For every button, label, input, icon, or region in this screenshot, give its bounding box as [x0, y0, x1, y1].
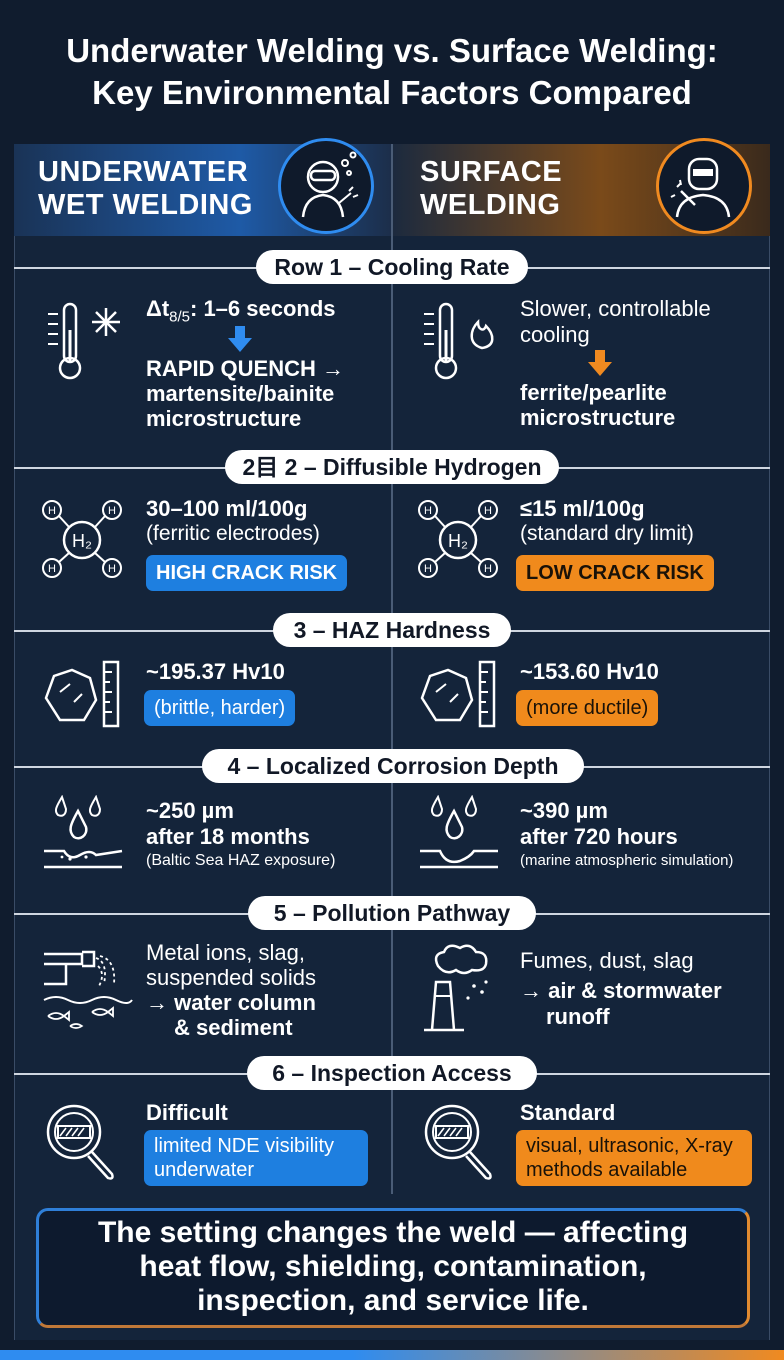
thermometer-flame-icon	[424, 302, 494, 380]
svg-text:H: H	[484, 505, 492, 517]
pollution-underwater-line-3: → water column	[146, 990, 316, 1015]
summary-line-3: inspection, and service life.	[197, 1284, 589, 1317]
haz-hardness-surface-value: ~153.60 Hv10	[520, 659, 659, 684]
diver-welder-icon	[278, 138, 374, 234]
hydrogen-underwater-value: 30–100 ml/100g	[146, 496, 308, 521]
thermometer-snowflake-icon	[48, 302, 120, 380]
haz-hardness-underwater-value: ~195.37 Hv10	[146, 659, 285, 684]
hydrogen-surface-value: ≤15 ml/100g	[520, 496, 645, 521]
rock-ruler-icon	[44, 660, 120, 728]
title-line-1: Underwater Welding vs. Surface Welding:	[66, 32, 718, 69]
martensite-text: martensite/bainite	[146, 381, 335, 406]
arrow-down-icon	[228, 326, 252, 352]
svg-text:H: H	[48, 563, 56, 575]
water-drops-corrosion-icon	[420, 795, 498, 869]
row-1-label: Row 1 – Cooling Rate	[256, 250, 528, 284]
svg-text:H: H	[108, 505, 116, 517]
rock-ruler-icon	[420, 660, 496, 728]
magnifier-inspection-icon	[424, 1104, 492, 1180]
hydrogen-surface-note: (standard dry limit)	[520, 522, 694, 545]
inspection-underwater-line-1: limited NDE visibility	[154, 1135, 335, 1157]
arrow-down-icon	[588, 350, 612, 376]
cooling-time-range: : 1–6 seconds	[190, 296, 336, 321]
ductile-badge: (more ductile)	[516, 690, 659, 726]
hydrogen-molecule-icon: H₂ H H H H	[42, 500, 122, 578]
corrosion-surface-value: ~390 µm	[520, 798, 608, 823]
svg-text:H: H	[424, 505, 432, 517]
cooling-result-surface: ferrite/pearlite microstructure	[520, 380, 675, 430]
cooling-time-underwater: Δt8/5: 1–6 seconds	[146, 296, 336, 325]
svg-text:H₂: H₂	[72, 531, 92, 551]
hydrogen-molecule-icon: H₂ H H H H	[418, 500, 498, 578]
inspection-underwater-value: Difficult	[146, 1100, 228, 1125]
underwater-header-line-1: UNDERWATER	[38, 156, 249, 188]
cooling-surface-text: Slower, controllable cooling	[520, 296, 711, 348]
corrosion-surface-note: (marine atmospheric simulation)	[520, 852, 734, 869]
pollution-underwater-line-4: & sediment	[174, 1015, 293, 1040]
inspection-surface-line-1: visual, ultrasonic, X-ray	[526, 1135, 733, 1157]
inspection-surface-value: Standard	[520, 1100, 616, 1125]
pollution-surface-line-1: Fumes, dust, slag	[520, 948, 694, 973]
row-4-label: 4 – Localized Corrosion Depth	[202, 749, 584, 783]
svg-text:H: H	[108, 563, 116, 575]
pollution-surface-line-2: → air & stormwater	[520, 978, 722, 1003]
surface-header-line-2: WELDING	[420, 189, 561, 221]
svg-text:H: H	[424, 563, 432, 575]
pollution-surface-line-3: runoff	[546, 1004, 610, 1029]
row-2-label: 2⽬ 2 – Diffusible Hydrogen	[225, 450, 559, 484]
low-crack-risk-badge: LOW CRACK RISK	[516, 555, 714, 591]
summary-box	[36, 1208, 750, 1328]
svg-text:H: H	[484, 563, 492, 575]
high-crack-risk-badge: HIGH CRACK RISK	[146, 555, 348, 591]
cooling-result-underwater: RAPID QUENCH → martensite/bainite micros…	[146, 356, 344, 431]
inspection-underwater-line-2: underwater	[154, 1159, 255, 1181]
underwater-header-title: UNDERWATER WET WELDING	[38, 156, 253, 222]
underwater-header-line-2: WET WELDING	[38, 189, 253, 221]
title-line-2: Key Environmental Factors Compared	[92, 74, 692, 111]
water-drops-corrosion-icon	[44, 795, 123, 869]
cooling-time-symbol: Δt	[146, 296, 170, 321]
inspection-surface-line-2: methods available	[526, 1159, 688, 1181]
pollution-underwater: Metal ions, slag, suspended solids → wat…	[146, 940, 316, 1040]
corrosion-underwater-duration: after 18 months	[146, 824, 310, 849]
factory-smoke-icon	[424, 944, 488, 1032]
corrosion-underwater: ~250 µm after 18 months	[146, 798, 310, 850]
welder-mask-icon	[656, 138, 752, 234]
row-5-label: 5 – Pollution Pathway	[248, 896, 536, 930]
magnifier-inspection-icon	[46, 1104, 114, 1180]
brittle-badge: (brittle, harder)	[144, 690, 296, 726]
microstructure-text: microstructure	[146, 406, 302, 431]
bottom-accent-bar	[0, 1350, 784, 1360]
microstructure-text: microstructure	[520, 405, 676, 430]
surface-header-line-1: SURFACE	[420, 156, 563, 188]
pollution-underwater-line-2: suspended solids	[146, 965, 317, 990]
inspection-surface-box: visual, ultrasonic, X-ray methods availa…	[516, 1130, 752, 1186]
summary-line-1: The setting changes the weld — affecting	[97, 1216, 689, 1249]
row-6-label: 6 – Inspection Access	[247, 1056, 537, 1090]
summary-text: The setting changes the weld — affecting…	[36, 1216, 750, 1318]
corrosion-surface: ~390 µm after 720 hours	[520, 798, 678, 850]
svg-text:H: H	[48, 505, 56, 517]
column-divider	[391, 144, 393, 1194]
surface-header-title: SURFACE WELDING	[420, 156, 562, 222]
pollution-surface: Fumes, dust, slag → air & stormwater run…	[520, 948, 722, 1030]
pipe-discharge-fish-icon	[43, 950, 133, 1029]
ferrite-text: ferrite/pearlite	[520, 380, 667, 405]
pollution-underwater-line-1: Metal ions, slag,	[146, 940, 305, 965]
cooling-word: cooling	[520, 322, 590, 347]
inspection-underwater-box: limited NDE visibility underwater	[144, 1130, 368, 1186]
row-3-label: 3 – HAZ Hardness	[273, 613, 511, 647]
page-title: Underwater Welding vs. Surface Welding: …	[0, 30, 784, 114]
slower-cooling-text: Slower, controllable	[520, 296, 711, 321]
corrosion-surface-duration: after 720 hours	[520, 824, 678, 849]
corrosion-underwater-value: ~250 µm	[146, 798, 234, 823]
corrosion-underwater-note: (Baltic Sea HAZ exposure)	[146, 852, 336, 869]
hydrogen-underwater-note: (ferritic electrodes)	[146, 522, 320, 545]
rapid-quench-text: RAPID QUENCH →	[146, 356, 345, 381]
svg-text:H₂: H₂	[448, 531, 468, 551]
summary-line-2: heat flow, shielding, contamination,	[139, 1250, 647, 1283]
cooling-time-subscript: 8/5	[169, 308, 190, 326]
